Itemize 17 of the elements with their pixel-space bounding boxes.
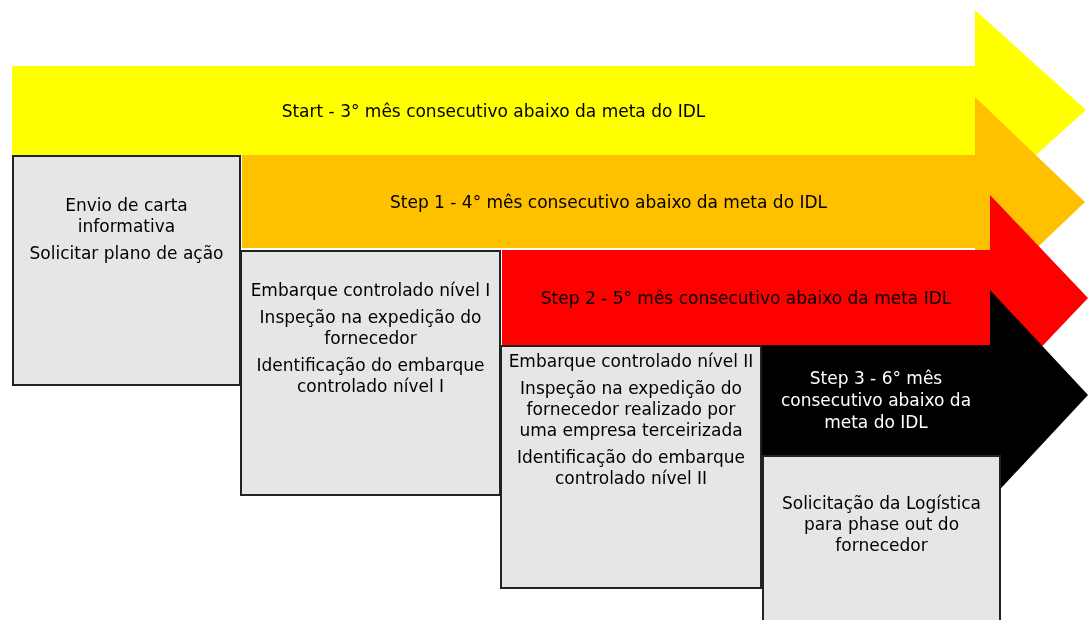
action-text: Embarque controlado nível I (249, 280, 492, 301)
action-text: Inspeção na expedição do fornecedor realizado por uma empresa terceirizada (518, 378, 744, 441)
action-text: Embarque controlado nível II (507, 351, 755, 372)
step-title: Step 3 - 6° mês consecutivo abaixo da meta do IDL (779, 367, 973, 433)
action-text: Identificação do embarque controlado nível I (255, 355, 486, 397)
text-box (500, 345, 762, 589)
step-title: Start - 3° mês consecutivo abaixo da meta do IDL (281, 99, 706, 122)
step-title: Step 1 - 4° mês consecutivo abaixo da meta do IDL (389, 190, 828, 213)
action-text: Solicitar plano de ação (28, 243, 225, 264)
text-box (762, 455, 1001, 620)
action-text: Identificação do embarque controlado nível II (516, 447, 746, 489)
action-text: Inspeção na expedição do fornecedor (258, 307, 483, 349)
text-box (12, 155, 241, 386)
action-text: Envio de carta informativa (64, 195, 189, 237)
step-title: Step 2 - 5° mês consecutivo abaixo da meta IDL (540, 286, 952, 309)
action-text: Solicitação da Logística para phase out do fornecedor (780, 493, 983, 556)
text-box (240, 250, 501, 496)
